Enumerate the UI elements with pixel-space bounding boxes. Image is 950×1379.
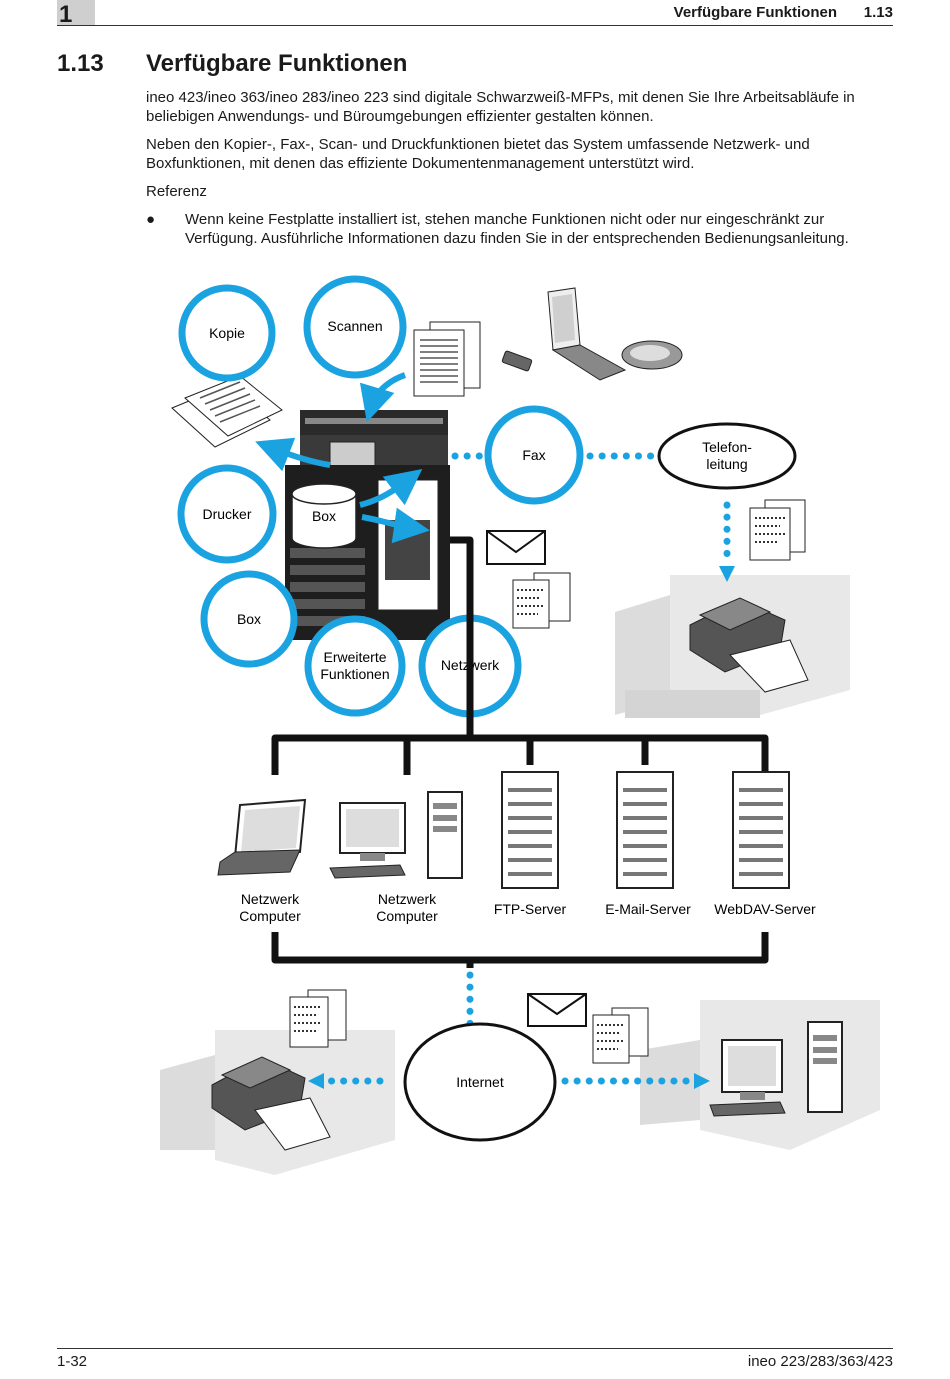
network-documents-icon [512,572,571,629]
section-title: Verfügbare Funktionen [146,50,408,77]
function-circle-erweiterte: Erweiterte Funktionen [304,615,406,717]
body-text: ineo 423/ineo 363/ineo 283/ineo 223 sind… [146,88,898,248]
section-number: 1.13 [57,50,104,77]
hdd-box-icon: Box [291,483,357,549]
reference-bullet: ● Wenn keine Festplatte installiert ist,… [146,210,898,248]
function-circle-drucker: Drucker [177,464,277,564]
fax-documents-icon-top [749,499,806,561]
webdav-server-label: WebDAV-Server [714,901,816,917]
internet-email-envelope-icon [527,993,587,1027]
footer-divider [57,1348,893,1349]
laptop-icon [217,798,307,876]
email-server-icon [616,771,674,889]
email-server-label: E-Mail-Server [605,901,691,917]
mfp-flow-arrows [255,372,430,544]
drucker-label: Drucker [202,506,251,522]
product-name: ineo 223/283/363/423 [747,1353,893,1370]
internet-node: Internet [403,1022,557,1142]
fax-documents-icon-bottom [289,989,347,1048]
internet-label: Internet [456,1074,504,1090]
ftp-server-icon [501,771,559,889]
kopie-label: Kopie [209,325,245,341]
fax-machine-right-icon [689,597,809,693]
page-number: 1-32 [57,1353,88,1370]
fax-machine-left-icon [211,1056,331,1151]
telefon-label-2: leitung [706,456,747,472]
email-envelope-icon [486,530,546,565]
scannen-label: Scannen [327,318,382,334]
erweiterte-label-2: Funktionen [320,666,389,682]
bullet-icon: ● [146,211,156,228]
ftp-server-label: FTP-Server [494,901,567,917]
pc2-label-2: Computer [376,908,438,924]
internet-documents-icon [592,1007,649,1064]
scan-documents-icon [413,321,481,397]
paragraph-intro: ineo 423/ineo 363/ineo 283/ineo 223 sind… [146,89,855,125]
webdav-server-icon [732,771,790,889]
telefonleitung-node: Telefon- leitung [657,422,797,490]
fax-label: Fax [522,447,545,463]
remote-computer-icon [709,1021,843,1117]
copy-output-documents-icon [171,375,283,448]
erweiterte-label-1: Erweiterte [323,649,386,665]
usb-stick-icon [501,350,533,372]
bullet-text: Wenn keine Festplatte installiert ist, s… [185,211,849,247]
box-label: Box [237,611,261,627]
function-overview-diagram: Box Kopie Scannen Drucker Box Erweiterte… [160,275,880,1175]
pc1-label-1: Netzwerk [241,891,300,907]
telefon-label-1: Telefon- [702,439,752,455]
reference-label: Referenz [146,183,207,200]
desktop-computer-icon [329,791,463,879]
device-labels: Netzwerk Computer Netzwerk Computer FTP-… [239,891,816,924]
pc2-label-1: Netzwerk [378,891,437,907]
running-header-section: 1.13 [863,4,893,21]
dotted-arrowheads [308,566,735,1089]
function-circle-box: Box [200,570,298,668]
chapter-tab: 1 [57,0,95,28]
paragraph-functions: Neben den Kopier-, Fax-, Scan- und Druck… [146,136,810,172]
header-divider [57,25,893,26]
function-circle-kopie: Kopie [178,284,276,382]
hdd-box-label: Box [312,508,336,524]
network-bus [271,536,769,968]
mobile-phone-icon [547,287,627,381]
cell-phone-icon [621,340,683,370]
running-header-title: Verfügbare Funktionen [673,4,837,21]
dotted-connectors [326,452,731,1085]
pc1-label-2: Computer [239,908,301,924]
function-circle-fax: Fax [484,405,584,505]
function-circle-scannen: Scannen [303,275,407,379]
